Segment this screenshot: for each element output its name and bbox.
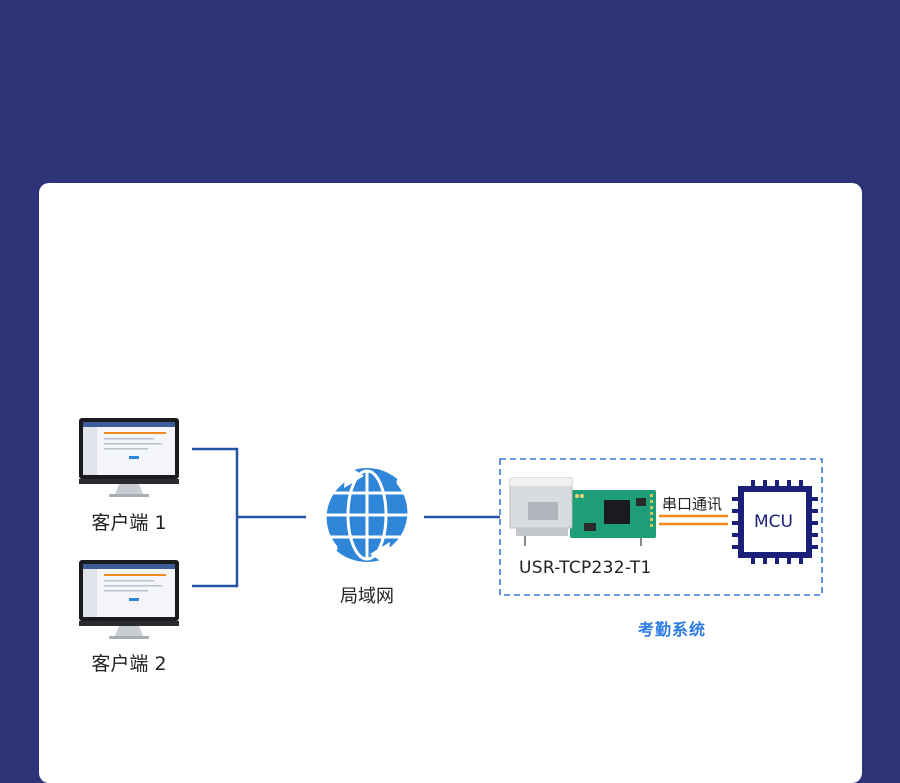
client2-label: 客户端 2 bbox=[91, 653, 167, 675]
serial-connection bbox=[659, 514, 728, 526]
module-label: USR-TCP232-T1 bbox=[519, 558, 652, 578]
globe-icon bbox=[317, 464, 417, 566]
lan-label: 局域网 bbox=[340, 586, 394, 607]
mcu-chip-icon bbox=[732, 480, 818, 564]
ethernet-module-icon bbox=[509, 477, 656, 546]
system-label: 考勤系统 bbox=[638, 620, 707, 639]
system-boundary-box bbox=[499, 458, 823, 596]
client1-label: 客户端 1 bbox=[91, 512, 167, 534]
network-diagram bbox=[79, 418, 823, 639]
monitor-icon bbox=[79, 560, 179, 639]
monitor-icon bbox=[79, 418, 179, 497]
mcu-label: MCU bbox=[754, 512, 793, 532]
serial-label: 串口通讯 bbox=[662, 495, 723, 513]
client-connector bbox=[192, 447, 500, 588]
